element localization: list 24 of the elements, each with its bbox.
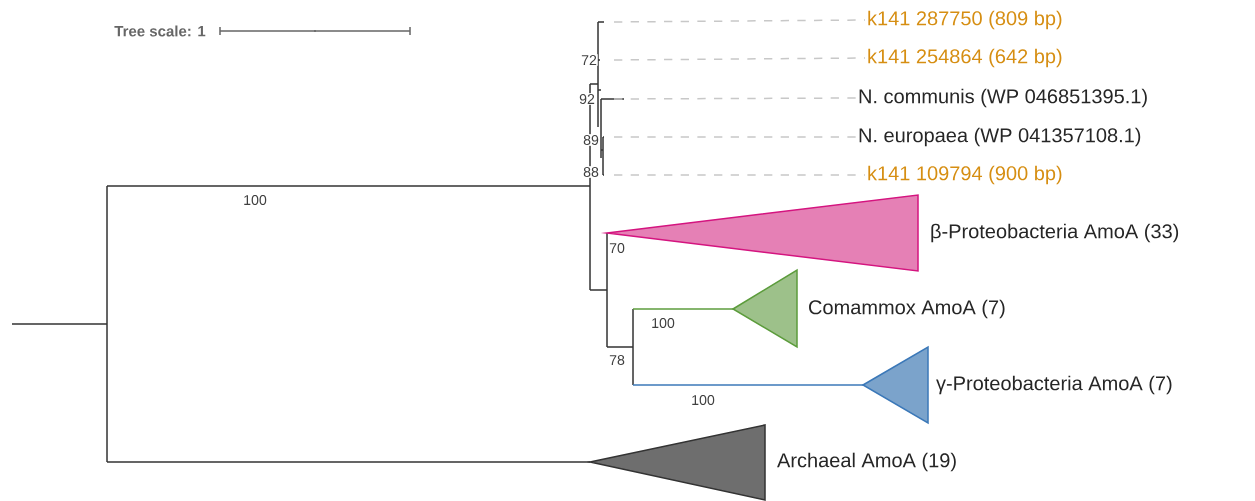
support-value: 88	[582, 166, 600, 178]
support-value: 100	[242, 194, 268, 206]
clade-label: Archaeal AmoA (19)	[777, 452, 956, 472]
scale-label: Tree scale: 1	[113, 24, 207, 38]
support-value: 70	[608, 242, 626, 254]
support-value: 89	[582, 134, 600, 146]
support-value: 100	[650, 317, 676, 329]
clade-label: β-Proteobacteria AmoA (33)	[931, 223, 1179, 243]
leaf-label: k141 109794 (900 bp)	[868, 165, 1062, 185]
leader-line	[613, 136, 857, 138]
clade-label: Comammox AmoA (7)	[809, 299, 1005, 319]
leaf-label: N. europaea (WP 041357108.1)	[859, 127, 1141, 147]
support-value: 100	[690, 394, 716, 406]
clade-label: γ-Proteobacteria AmoA (7)	[936, 375, 1172, 395]
leader-line	[613, 97, 857, 100]
leaf-label: k141 287750 (809 bp)	[868, 10, 1062, 30]
leaf-label: k141 254864 (642 bp)	[868, 48, 1062, 68]
support-value: 78	[608, 354, 626, 366]
support-value: 72	[580, 54, 598, 66]
leaf-label: N. communis (WP 046851395.1)	[859, 88, 1147, 108]
leader-line	[613, 174, 866, 176]
leader-line	[613, 57, 866, 61]
support-value: 92	[578, 93, 596, 105]
leader-line	[613, 19, 866, 23]
